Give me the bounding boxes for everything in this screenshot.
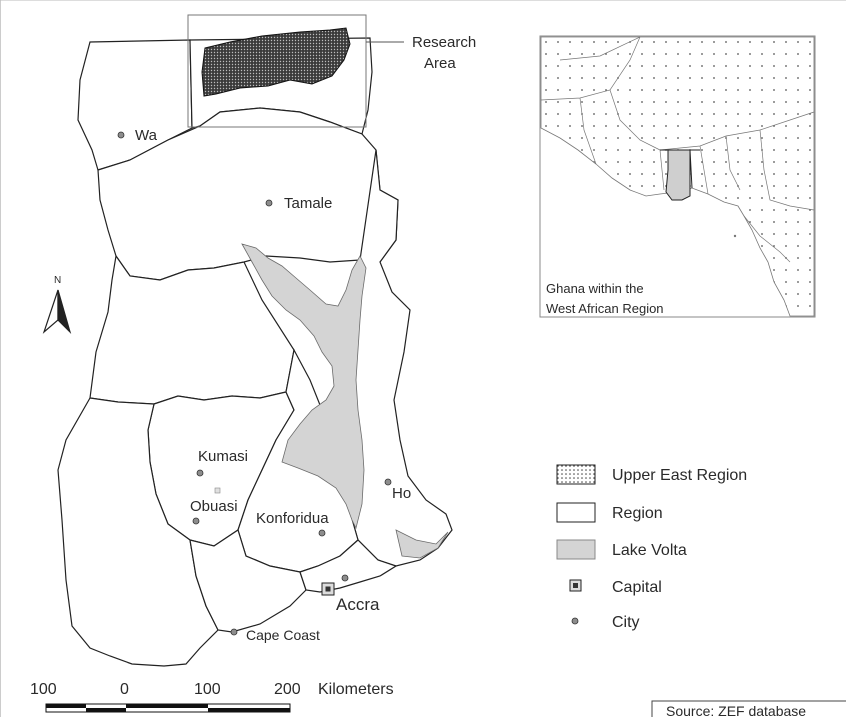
city-dot-accra-east [341,574,349,582]
research-area-label-line2: Area [424,55,456,72]
city-dot-kumasi [196,469,204,477]
region-western [57,397,219,667]
legend: Upper East Region Region Lake Volta Capi… [556,464,747,631]
legend-swatch-lake [556,539,596,560]
legend-swatch-region [556,502,596,523]
city-label-accra: Accra [336,595,380,614]
research-area-box [187,14,367,128]
legend-label-region: Region [612,505,663,522]
city-label-tamale: Tamale [284,195,332,212]
city-dot-ho [384,478,392,486]
inset-map: Ghana within the West African Region [539,35,816,318]
north-arrow-icon: N [42,275,72,335]
source-box: Source: ZEF database [651,700,846,717]
source-text: Source: ZEF database [666,703,806,717]
capital-marker-accra-inner [325,586,331,592]
city-label-kumasi: Kumasi [198,448,248,465]
inset-coast [743,215,791,263]
inset-ghana-neighbors [660,149,700,189]
scale-tick-3: 100 [194,681,221,698]
city-label-wa: Wa [135,127,158,144]
scale-tick-2: 0 [120,681,129,698]
scale-unit: Kilometers [318,681,394,698]
region-greater-accra [299,539,398,593]
legend-label-city: City [612,614,640,631]
legend-label-upper-east: Upper East Region [612,467,747,484]
scale-tick-4: 200 [274,681,301,698]
inset-borders [540,36,815,211]
legend-swatch-capital-inner [573,583,578,588]
city-dot-wa [117,131,125,139]
ghana-regions [57,37,453,667]
city-dot-cape-coast [230,628,238,636]
lake-volta [241,243,367,530]
north-letter: N [54,275,61,286]
city-dot-obuasi [192,517,200,525]
city-markers: Wa Tamale Kumasi Obuasi Konforidua Ho Ac… [117,127,411,643]
region-central [189,529,307,633]
city-dot-tamale [265,199,273,207]
inset-label-line1: Ghana within the [546,281,644,296]
legend-label-capital: Capital [612,579,662,596]
lake-volta-coast [395,529,449,559]
city-dot-konforidua [318,529,326,537]
research-area-upper-east [201,27,351,97]
inset-label-line2: West African Region [546,301,664,316]
legend-label-lake: Lake Volta [612,542,687,559]
inset-ghana [665,149,691,201]
city-label-obuasi: Obuasi [190,498,238,515]
city-label-cape-coast: Cape Coast [246,627,320,643]
inset-island [733,234,737,238]
scale-tick-1: 100 [30,681,57,698]
city-label-ho: Ho [392,485,411,502]
research-area-label-line1: Research [412,34,476,51]
city-label-konforidua: Konforidua [256,510,329,527]
legend-swatch-upper-east [556,464,596,485]
legend-swatch-city [571,617,579,625]
kumasi-mine-marker [214,487,221,494]
scale-bar: 100 0 100 200 Kilometers [30,681,394,713]
